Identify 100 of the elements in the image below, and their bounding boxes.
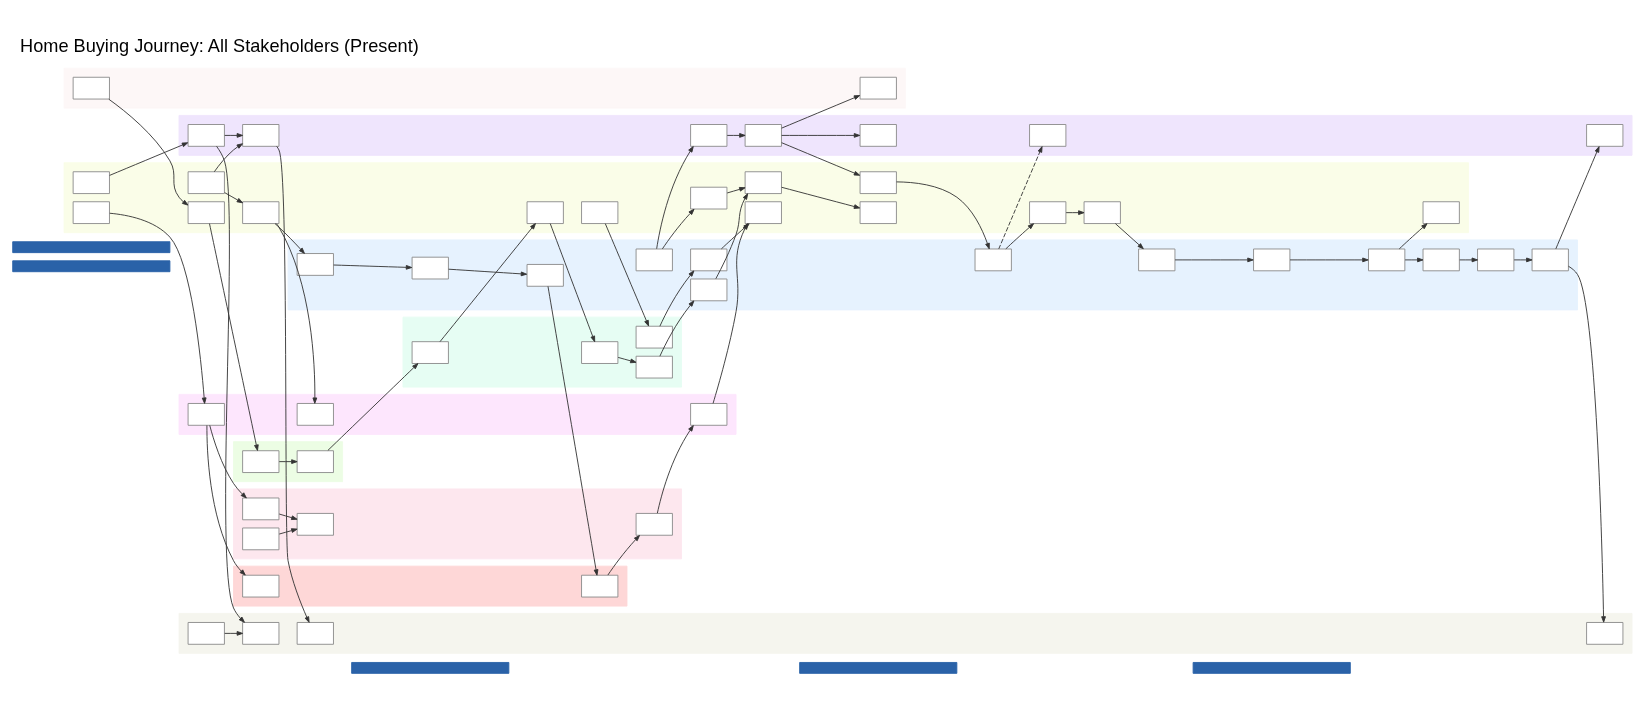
- node-box: [690, 186, 728, 209]
- node-box: [1368, 248, 1406, 271]
- arrow: [896, 180, 990, 249]
- node-box: [242, 527, 280, 550]
- arrow: [274, 222, 305, 254]
- arrow: [781, 132, 861, 138]
- node-box: [526, 263, 564, 287]
- arrow: [1398, 222, 1428, 249]
- arrow: [604, 222, 650, 326]
- node-box: [859, 200, 897, 224]
- node-box: [690, 248, 728, 271]
- arrow: [549, 222, 596, 342]
- arrow: [216, 145, 245, 623]
- node-box: [296, 252, 334, 276]
- node-box: [1138, 248, 1176, 271]
- node-box: [690, 278, 728, 301]
- arrow: [439, 222, 536, 342]
- node-box: [635, 248, 673, 271]
- node-box: [1029, 123, 1067, 147]
- arrow: [333, 264, 413, 270]
- arrow: [276, 145, 310, 623]
- arrow: [1568, 265, 1606, 623]
- arrow: [209, 424, 247, 498]
- node-box: [242, 497, 280, 520]
- arrow: [1404, 257, 1424, 262]
- node-bar: [1192, 661, 1351, 674]
- node-box: [1477, 248, 1515, 271]
- arrow: [109, 141, 189, 176]
- node-box: [242, 123, 280, 147]
- node-box: [635, 512, 673, 536]
- node-box: [187, 123, 225, 147]
- node-bar: [351, 661, 510, 674]
- node-box: [581, 574, 619, 597]
- node-box: [72, 170, 110, 194]
- node-box: [581, 200, 619, 224]
- node-box: [526, 200, 564, 224]
- node-box: [635, 325, 673, 348]
- node-box: [859, 123, 897, 147]
- arrow: [1555, 145, 1600, 249]
- arrow: [547, 285, 599, 576]
- node-box: [242, 449, 280, 473]
- node-box: [242, 621, 280, 645]
- arrow: [781, 141, 861, 176]
- arrow: [781, 94, 861, 129]
- node-box: [296, 512, 334, 536]
- arrow: [209, 222, 259, 451]
- node-box: [242, 574, 280, 597]
- arrow: [224, 132, 244, 138]
- arrow: [607, 534, 640, 576]
- node-box: [187, 621, 225, 645]
- arrow: [448, 268, 528, 276]
- node-box: [744, 200, 782, 224]
- arrow: [656, 145, 694, 249]
- arrow: [327, 362, 419, 451]
- arrow: [224, 191, 244, 203]
- node-bar: [799, 661, 958, 674]
- arrow: [108, 98, 189, 206]
- node-box: [744, 170, 782, 194]
- arrow: [1459, 257, 1478, 262]
- arrow: [1114, 222, 1144, 249]
- arrow: [206, 424, 246, 575]
- node-box: [859, 76, 897, 99]
- arrow: [278, 458, 298, 464]
- cluster: [233, 487, 682, 559]
- node-box: [187, 200, 225, 224]
- arrow: [781, 186, 861, 209]
- arrow: [726, 132, 746, 138]
- arrow: [998, 145, 1043, 249]
- arrow: [726, 186, 746, 193]
- node-box: [1422, 248, 1460, 271]
- node-box: [296, 621, 334, 645]
- node-box: [859, 170, 897, 194]
- node-box: [690, 402, 728, 426]
- node-box: [1253, 248, 1291, 271]
- arrow: [276, 222, 318, 404]
- node-box: [974, 248, 1012, 271]
- node-box: [411, 256, 449, 279]
- node-box: [1586, 123, 1624, 147]
- node-bar: [12, 259, 171, 272]
- node-box: [744, 123, 782, 147]
- arrow: [661, 208, 695, 249]
- arrow: [1289, 257, 1369, 262]
- arrow: [659, 299, 695, 357]
- node-box: [1531, 248, 1569, 271]
- arrow: [1065, 209, 1085, 215]
- arrow: [1513, 257, 1533, 262]
- arrow: [656, 424, 694, 514]
- arrow: [109, 212, 207, 404]
- node-box: [1422, 200, 1460, 224]
- node-box: [581, 340, 619, 364]
- arrow: [213, 142, 243, 172]
- node-box: [296, 402, 334, 426]
- diagram-title: Home Buying Journey: All Stakeholders (Present): [20, 35, 419, 56]
- node-box: [242, 200, 280, 224]
- node-box: [1083, 200, 1121, 224]
- arrow: [617, 356, 637, 363]
- node-box: [635, 355, 673, 378]
- node-box: [72, 76, 110, 99]
- node-box: [690, 123, 728, 147]
- arrow: [1174, 257, 1254, 262]
